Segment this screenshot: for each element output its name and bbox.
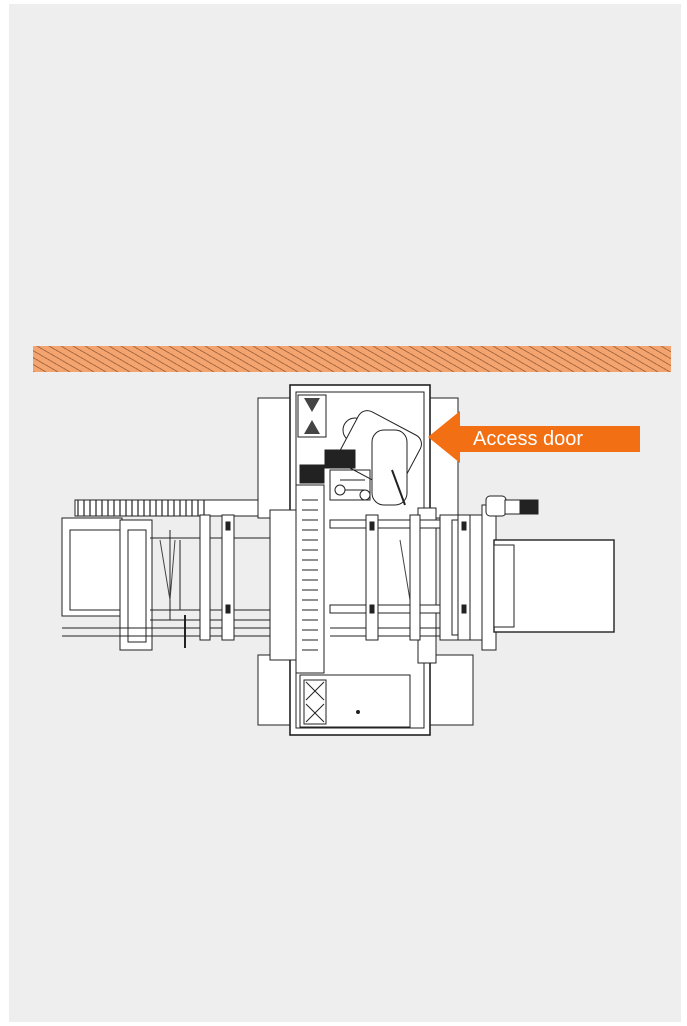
tool-magazine: [299, 674, 411, 728]
arrow-left-icon: [428, 411, 640, 463]
control-cabinet: [485, 495, 615, 633]
wall-hatch-band: [33, 346, 671, 372]
machine-top-view: [61, 384, 615, 736]
vacuum-clamps: [199, 514, 471, 641]
access-door-callout: [428, 411, 640, 463]
left-conveyor-chain: [74, 499, 261, 517]
gantry-beams: [269, 464, 437, 674]
access-door-label: Access door: [473, 428, 584, 450]
left-bed: [61, 517, 300, 651]
